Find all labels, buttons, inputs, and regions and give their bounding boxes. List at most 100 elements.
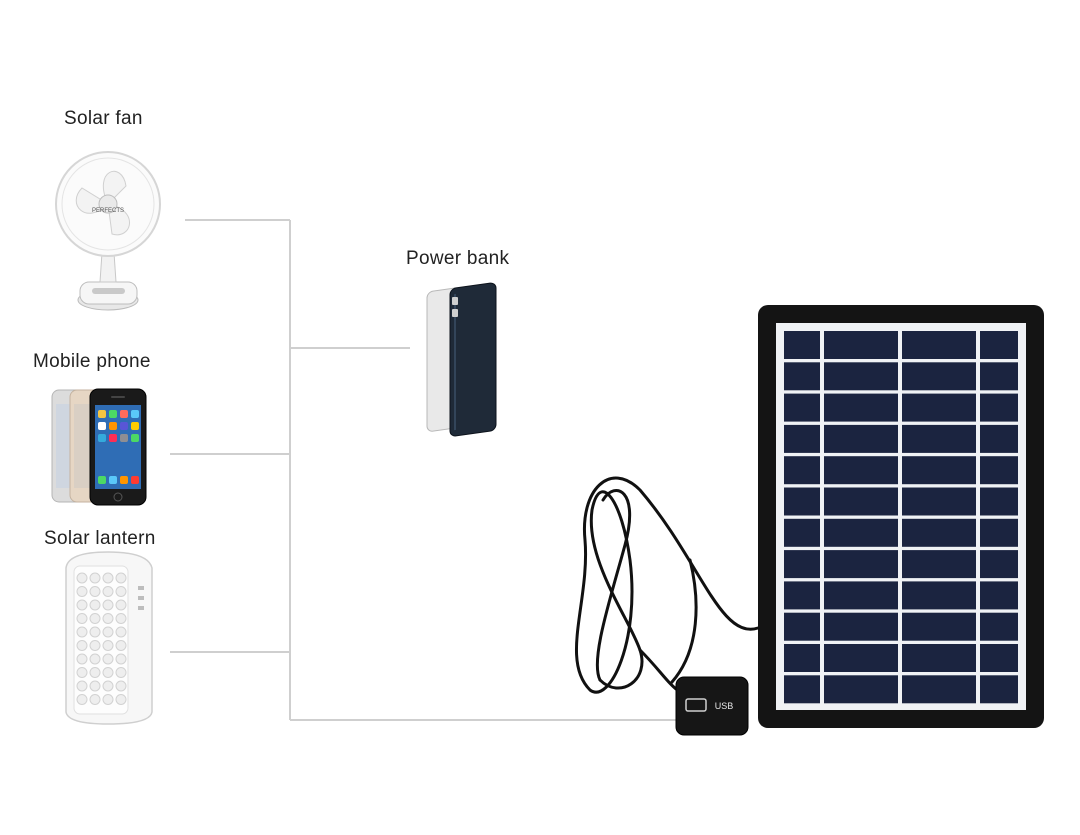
solar-cell [902,550,976,579]
lantern-led [76,640,88,651]
lantern-led [89,599,101,611]
solar-fan-label: Solar fan [64,108,143,129]
solar-cell [902,424,976,453]
mobile-phone-image [51,388,147,506]
lantern-led [115,572,127,584]
solar-cell [980,456,1018,485]
power-bank-image [426,282,497,437]
solar-cell [824,581,898,610]
lantern-led [76,613,88,624]
solar-cell [902,362,976,391]
solar-cell [824,612,898,641]
lantern-led [102,626,114,638]
lantern-led [76,572,88,584]
lantern-led [115,694,127,705]
solar-cell [902,393,976,422]
solar-cell [902,675,976,704]
lantern-led [102,586,114,597]
lantern-led [102,653,114,665]
solar-cell [980,424,1018,453]
mobile-phone-label: Mobile phone [33,351,151,372]
lantern-led [89,572,101,584]
solar-cell [980,550,1018,579]
solar-cell [784,518,820,547]
lantern-led [102,694,114,705]
lantern-led [89,626,101,638]
solar-cell [824,362,898,391]
solar-cell [902,612,976,641]
solar-cell [784,581,820,610]
lantern-led [115,640,127,651]
solar-cell [980,331,1018,359]
solar-cell [784,487,820,516]
solar-fan-image: PERFECTS [55,151,161,311]
lantern-led [115,586,127,597]
solar-cell [824,675,898,704]
lantern-led [76,626,88,638]
lantern-led-grid [76,572,127,705]
lantern-led [102,667,114,678]
solar-cell-grid [784,331,1018,704]
lantern-led [89,667,101,678]
lantern-led [76,599,88,611]
solar-cell [824,393,898,422]
solar-cell [824,331,898,359]
lantern-led [89,694,101,705]
usb-cable [574,476,760,694]
solar-panel-image [758,305,1044,728]
solar-cell [902,331,976,359]
connector-lines [170,219,680,721]
lantern-led [76,694,88,705]
solar-cell [980,518,1018,547]
lantern-led [102,640,114,651]
solar-cell [824,487,898,516]
solar-lantern-label: Solar lantern [44,528,156,549]
solar-cell [784,612,820,641]
lantern-led [89,613,101,624]
solar-cell [824,550,898,579]
lantern-led [89,586,101,597]
solar-cell [784,393,820,422]
solar-cell [824,518,898,547]
lantern-led [89,653,101,665]
lantern-led [102,680,114,692]
solar-cell [980,644,1018,672]
lantern-led [76,653,88,665]
solar-cell [784,456,820,485]
solar-lantern-image [65,551,153,725]
solar-cell [902,644,976,672]
solar-cell [980,581,1018,610]
solar-cell [784,550,820,579]
solar-cell [980,487,1018,516]
solar-cell [784,675,820,704]
lantern-led [115,667,127,678]
solar-cell [784,331,820,359]
solar-cell [824,424,898,453]
solar-cell [824,644,898,672]
lantern-led [102,599,114,611]
solar-cell [902,456,976,485]
lantern-led [115,599,127,611]
solar-cell [980,675,1018,704]
lantern-led [76,667,88,678]
solar-cell [784,362,820,391]
lantern-led [115,680,127,692]
fan-brand-text: PERFECTS [92,208,124,214]
phone-app-icons [98,410,139,484]
solar-cell [980,393,1018,422]
solar-cell [902,581,976,610]
lantern-led [102,613,114,624]
usb-adapter-text: USB [715,701,734,711]
usb-adapter: USB [675,676,749,736]
lantern-led [115,613,127,624]
solar-cell [980,612,1018,641]
solar-cell [784,644,820,672]
power-bank-label: Power bank [406,248,510,269]
lantern-led [89,680,101,692]
lantern-led [102,572,114,584]
lantern-led [76,586,88,597]
solar-cell [980,362,1018,391]
lantern-led [76,680,88,692]
lantern-led [89,640,101,651]
